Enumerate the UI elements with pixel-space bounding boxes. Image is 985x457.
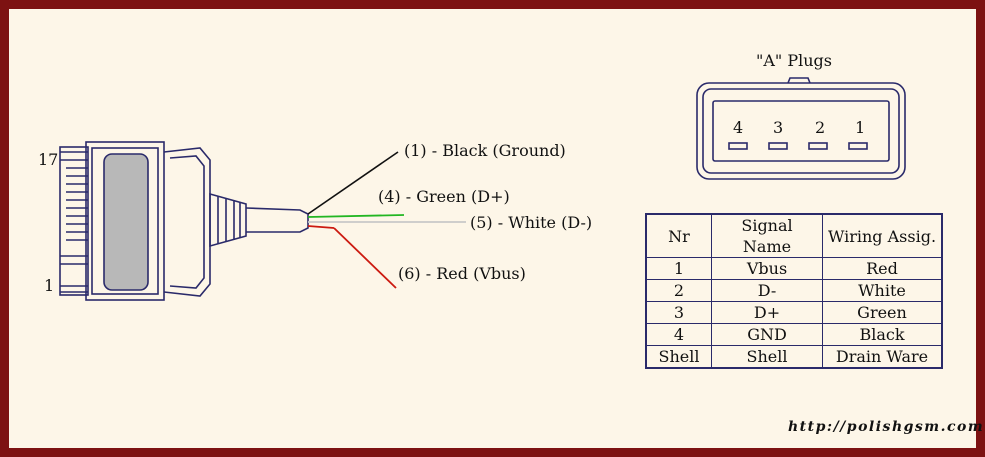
wire-black (307, 151, 399, 215)
column-header: Wiring Assig. (822, 213, 943, 258)
table-cell: Vbus (711, 257, 823, 280)
table-cell: White (822, 279, 943, 302)
table-cell: GND (711, 323, 823, 346)
table-cell: Shell (711, 345, 823, 369)
usb-a-plug (696, 77, 906, 180)
table-cell: 4 (645, 323, 712, 346)
table-cell: D- (711, 279, 823, 302)
table-cell: Black (822, 323, 943, 346)
plug-pin-3: 3 (773, 118, 783, 137)
table-cell: 2 (645, 279, 712, 302)
table-row: 4 GND Black (645, 323, 943, 346)
connector-insert (103, 153, 149, 291)
plug-pin-1: 1 (855, 118, 865, 137)
wire-green (307, 214, 405, 218)
table-row: 1 Vbus Red (645, 257, 943, 280)
wire-red-label: (6) - Red (Vbus) (398, 264, 526, 283)
pin-17-label: 17 (38, 150, 58, 169)
wire-red-start (307, 225, 335, 229)
strain-relief (209, 192, 247, 248)
table-cell: Shell (645, 345, 712, 369)
connector-body (85, 141, 165, 301)
table-cell: D+ (711, 301, 823, 324)
table-cell: 1 (645, 257, 712, 280)
wire-green-label: (4) - Green (D+) (378, 187, 510, 206)
wire-white-label: (5) - White (D-) (470, 213, 592, 232)
table-cell: 3 (645, 301, 712, 324)
table-row: 2 D- White (645, 279, 943, 302)
pin-1-label: 1 (44, 276, 54, 295)
wire-red (333, 227, 397, 289)
plug-title: "A" Plugs (756, 51, 832, 70)
plug-pin-2: 2 (815, 118, 825, 137)
table-cell: Drain Ware (822, 345, 943, 369)
source-url[interactable]: http://polishgsm.com (788, 419, 985, 435)
table-cell: Red (822, 257, 943, 280)
wiring-table: Nr Signal Name Wiring Assig. 1 Vbus Red … (645, 213, 943, 369)
wire-black-label: (1) - Black (Ground) (404, 141, 566, 160)
phone-connector (59, 141, 309, 301)
table-cell: Green (822, 301, 943, 324)
column-header: Nr (645, 213, 712, 258)
table-row: 3 D+ Green (645, 301, 943, 324)
table-row: Shell Shell Drain Ware (645, 345, 943, 369)
plug-pin-4: 4 (733, 118, 743, 137)
cable-jacket (245, 207, 309, 233)
table-header-row: Nr Signal Name Wiring Assig. (645, 213, 943, 258)
connector-pins (59, 146, 89, 296)
column-header: Signal Name (711, 213, 823, 258)
